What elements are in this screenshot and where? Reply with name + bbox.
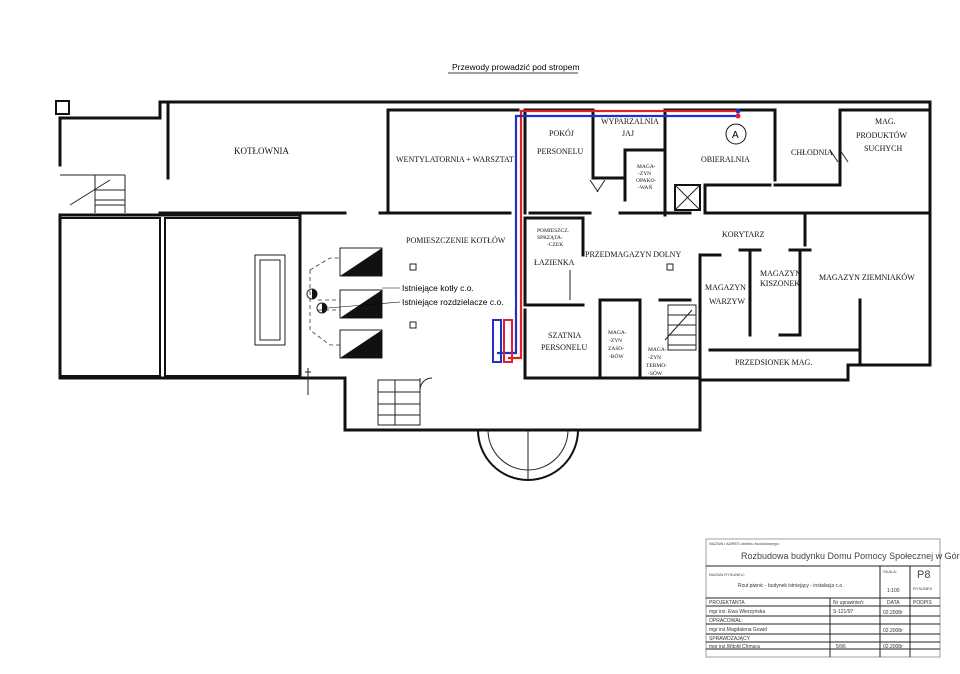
room-pom-sprz-1: POMIESZCZ. (537, 228, 570, 234)
boilers-note-bg (400, 283, 492, 293)
room-mag-termosow-3: TERMO- (646, 363, 667, 369)
supply-riser (503, 319, 513, 363)
room-pom-kotlow: POMIESZCZENIE KOTŁÓW (406, 235, 506, 245)
tb-object-name: Rozbudowa budynku Domu Pomocy Społecznej… (741, 551, 960, 561)
door-swings (589, 149, 849, 193)
room-mag-termosow-4: -SÓW (648, 369, 663, 377)
pipe-end-return (735, 113, 741, 119)
room-mag-prod-3: SUCHYCH (864, 144, 902, 153)
corridor-walls (58, 211, 932, 217)
room-chlodnia: CHŁODNIA (791, 148, 833, 157)
center-stairs (664, 304, 697, 351)
room-przedsionek: PRZEDSIONEK MAG. (735, 358, 812, 367)
room-mag-warzyw-1: MAGAZYN (705, 283, 746, 292)
room-szatnia-2: PERSONELU (541, 343, 587, 352)
room-mag-ziemniakow: MAGAZYN ZIEMNIAKÓW (819, 272, 915, 282)
room-mag-kiszonek-1: MAGAZYN (760, 269, 801, 278)
room-wyparzalnia-2: JAJ (622, 129, 634, 138)
room-mag-warzyw-2: WARZYW (709, 297, 745, 306)
room-szatnia-1: SZATNIA (548, 331, 582, 340)
tb-object-label: NAZWA i ADRES obiektu budowlanego: (709, 541, 780, 546)
room-mag-termosow-1: MAGA- (648, 347, 667, 353)
equipment-notes: Istniejące kotły c.o. Istniejące rozdzie… (327, 283, 515, 309)
legend-box (55, 100, 70, 115)
tb-checker-date: 02.2008r (883, 644, 903, 650)
room-mag-termosow-2: -ZYN (648, 355, 661, 361)
elevator-shaft (674, 184, 701, 211)
tb-scale-value: 1:100 (887, 588, 900, 594)
marker-a-circle (725, 123, 747, 145)
room-mag-zasobow-4: -BÓW (609, 352, 624, 360)
tb-author-name: mgr inż.Magdalena Gowid (709, 627, 767, 633)
room-pom-sprz-2: SPRZĄTA- (537, 235, 563, 241)
distributors-note-leader (327, 301, 401, 309)
tb-checker-label: SPRAWDZAJĄCY (709, 636, 751, 642)
room-przedmagazyn: PRZEDMAGAZYN DOLNY (585, 250, 681, 259)
tb-drawing-no-label: RYSUNEK (913, 586, 933, 591)
tb-license-label: Nr uprawnień: (833, 600, 864, 606)
bottom-stairs (305, 368, 433, 426)
room-lazienka: ŁAZIENKA (534, 258, 575, 267)
tb-checker-name: mgr inż.Witold Chmura (709, 644, 760, 650)
room-obieralnia: OBIERALNIA (701, 155, 750, 164)
tb-designer-date: 02.2008r (883, 610, 903, 616)
distributors-note: Istniejące rozdzielacze c.o. (402, 297, 504, 307)
room-kotlownia: KOTŁOWNIA (234, 146, 289, 156)
left-bays (59, 213, 302, 380)
room-mag-kiszonek-2: KISZONEK (760, 279, 800, 288)
room-mag-opak-3: OPAKO- (636, 178, 656, 184)
tb-author-date: 02.2008r (883, 628, 903, 634)
small-markers (409, 263, 674, 329)
upper-walls (166, 100, 932, 217)
room-mag-opak-4: -WAŃ (638, 183, 652, 191)
room-mag-zasobow-3: ZASO- (608, 346, 624, 352)
tb-author-label: OPRACOWAŁ: (709, 618, 743, 624)
pipe-end-supply (735, 108, 741, 114)
left-stairs (60, 174, 126, 213)
room-wentylatornia: WENTYLATORNIA + WARSZTAT (396, 155, 514, 164)
boilers-note: Istniejące kotły c.o. (402, 283, 474, 293)
room-labels: KOTŁOWNIA WENTYLATORNIA + WARSZTAT POKÓJ… (234, 117, 915, 377)
tb-designer-label: PROJEKTANTA (709, 600, 745, 606)
heating-pipes (492, 108, 741, 363)
room-mag-opak-2: -ZYN (638, 171, 651, 177)
tb-scale-label: SKALA: (883, 569, 897, 574)
central-walls (523, 213, 862, 380)
ceiling-note: Przewody prowadzić pod stropem (452, 62, 580, 72)
return-pipe (497, 114, 738, 355)
boilers (306, 247, 383, 359)
return-riser (492, 319, 502, 363)
marker-a-label: A (732, 130, 739, 141)
tb-signature-label: PODPIS (913, 600, 933, 606)
room-pokoj-2: PERSONELU (537, 147, 583, 156)
tb-drawing-label: NAZWA RYSUNKU: (709, 572, 745, 577)
room-mag-prod-2: PRODUKTÓW (856, 130, 908, 140)
title-block: NAZWA i ADRES obiektu budowlanego: Rozbu… (705, 538, 960, 658)
room-wyparzalnia-1: WYPARZALNIA (601, 117, 659, 126)
room-pom-sprz-3: -CZEK (547, 242, 563, 248)
room-korytarz: KORYTARZ (722, 230, 765, 239)
distributors-note-bg (400, 297, 515, 307)
tb-designer-license: S-121/97 (833, 609, 854, 615)
tb-drawing-name: Rzut piwnic - budynek istniejący - insta… (738, 583, 844, 589)
room-mag-zasobow-1: MAGA- (608, 330, 627, 336)
supply-pipe (508, 109, 738, 360)
tb-date-label: DATA (887, 600, 900, 606)
room-pokoj-1: POKÓJ (549, 128, 574, 138)
room-mag-prod-1: MAG. (875, 117, 896, 126)
room-mag-opak-1: MAGA- (637, 164, 656, 170)
room-mag-zasobow-2: -ZYN (609, 338, 622, 344)
tb-checker-license: 5/96 (836, 644, 846, 650)
round-bay (477, 429, 579, 481)
tb-designer-name: mgr inż. Ewa Wierzyńska (709, 609, 765, 615)
tb-drawing-no: P8 (917, 569, 930, 581)
